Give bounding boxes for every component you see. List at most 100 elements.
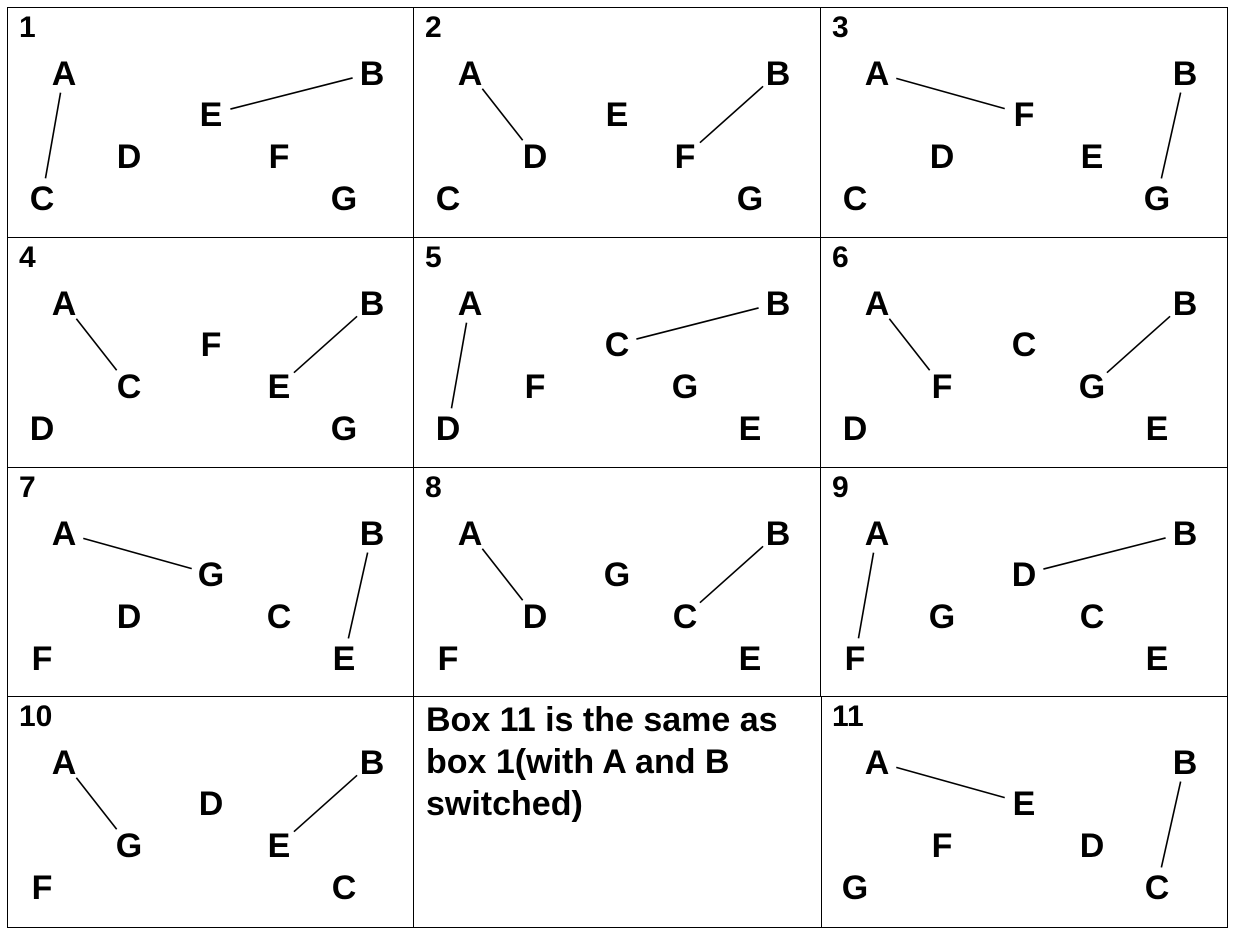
node-letter: E — [739, 640, 762, 678]
node-letter: A — [52, 55, 77, 93]
box-diagram: A B D G E F C — [32, 744, 385, 907]
node-letter: D — [1012, 556, 1037, 594]
node-letter: C — [1145, 869, 1170, 907]
node-letter: F — [845, 640, 866, 678]
node-letter: E — [200, 96, 223, 134]
connection-line — [1160, 92, 1182, 179]
node-letter: F — [932, 368, 953, 406]
node-letter: G — [331, 410, 357, 448]
node-letter: D — [199, 785, 224, 823]
node-letter: E — [1081, 138, 1104, 176]
connection-line — [896, 77, 1005, 110]
node-letter: G — [929, 598, 955, 636]
box-number: 2 — [425, 11, 442, 44]
connection-line — [896, 766, 1005, 799]
connection-line — [888, 318, 931, 371]
node-letter: D — [30, 410, 55, 448]
connection-line — [1160, 781, 1182, 868]
node-letter: E — [739, 410, 762, 448]
connection-line — [636, 307, 759, 340]
node-letter: B — [360, 744, 385, 782]
node-letter: C — [673, 598, 698, 636]
box-diagram: A B D G C F E — [845, 515, 1198, 678]
box-number: 8 — [425, 471, 442, 504]
node-letter: D — [117, 598, 142, 636]
node-letter: G — [1079, 368, 1105, 406]
box-diagram: A B F C E D G — [30, 285, 385, 448]
node-letter: A — [865, 285, 890, 323]
node-letter: E — [268, 368, 291, 406]
node-letter: E — [1146, 410, 1169, 448]
node-letter: A — [458, 515, 483, 553]
box-number: 1 — [19, 11, 36, 44]
node-letter: E — [1013, 785, 1036, 823]
connection-line — [347, 552, 369, 639]
node-letter: B — [360, 55, 385, 93]
node-letter: D — [523, 138, 548, 176]
node-letter: F — [1014, 96, 1035, 134]
connection-line — [293, 774, 358, 833]
node-letter: E — [606, 96, 629, 134]
node-letter: F — [32, 869, 53, 907]
node-letter: F — [932, 827, 953, 865]
node-letter: B — [360, 515, 385, 553]
node-letter: B — [360, 285, 385, 323]
node-letter: E — [268, 827, 291, 865]
connection-line — [699, 85, 764, 144]
node-letter: F — [269, 138, 290, 176]
node-letter: A — [52, 744, 77, 782]
node-letter: G — [116, 827, 142, 865]
node-letter: C — [332, 869, 357, 907]
node-letter: G — [331, 180, 357, 218]
connection-line — [481, 88, 524, 141]
node-letter: F — [438, 640, 459, 678]
node-letter: G — [604, 556, 630, 594]
connection-line — [857, 552, 875, 639]
node-letter: D — [523, 598, 548, 636]
node-letter: F — [201, 326, 222, 364]
node-letter: C — [117, 368, 142, 406]
node-letter: B — [766, 515, 791, 553]
box-number: 3 — [832, 11, 849, 44]
connection-line — [230, 77, 353, 110]
node-letter: A — [865, 55, 890, 93]
node-letter: B — [766, 285, 791, 323]
node-letter: C — [1080, 598, 1105, 636]
node-letter: A — [52, 515, 77, 553]
node-letter: B — [1173, 55, 1198, 93]
node-letter: B — [1173, 285, 1198, 323]
box-number: 4 — [19, 241, 36, 274]
box-number: 9 — [832, 471, 849, 504]
box-diagram: A B G D C F E — [438, 515, 791, 678]
node-letter: C — [436, 180, 461, 218]
node-letter: A — [52, 285, 77, 323]
node-letter: G — [198, 556, 224, 594]
box-number: 6 — [832, 241, 849, 274]
node-letter: A — [865, 515, 890, 553]
node-letter: E — [1146, 640, 1169, 678]
node-letter: G — [1144, 180, 1170, 218]
connection-line — [699, 545, 764, 604]
node-letter: C — [30, 180, 55, 218]
box-number: 11 — [832, 700, 864, 733]
node-letter: A — [865, 744, 890, 782]
note-text: Box 11 is the same as box 1(with A and B… — [426, 701, 778, 823]
connection-line — [1106, 315, 1171, 374]
node-letter: B — [1173, 515, 1198, 553]
node-letter: C — [267, 598, 292, 636]
box-number: 10 — [19, 700, 53, 733]
